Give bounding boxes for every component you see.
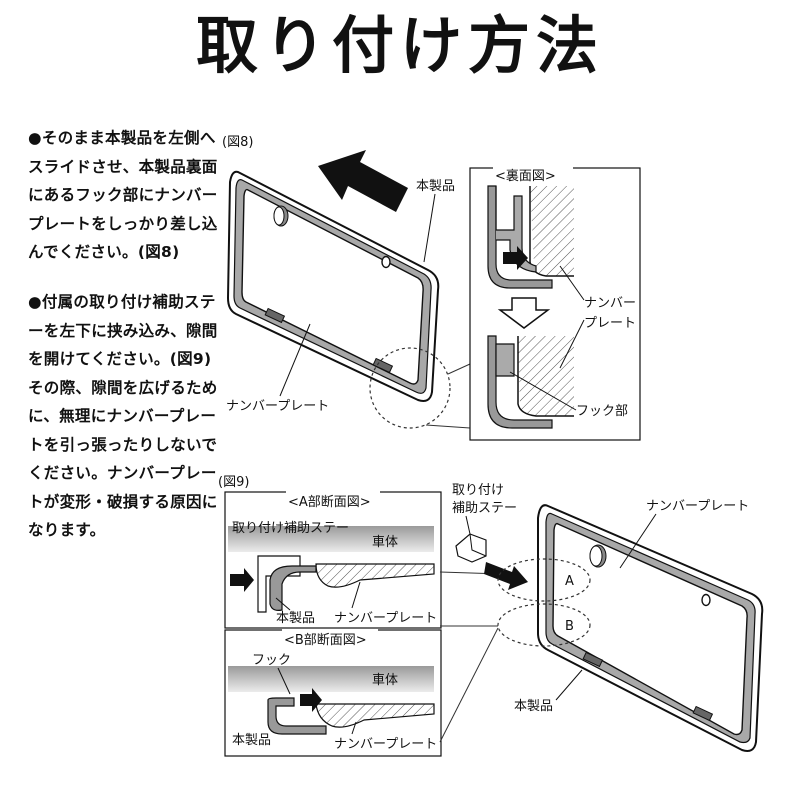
- stay-part-icon: [455, 533, 487, 563]
- slide-arrow-icon: [318, 150, 408, 212]
- car-body-label-a: 車体: [372, 535, 398, 550]
- product-label-a: 本製品: [276, 611, 315, 626]
- plate-label-a: ナンバープレート: [334, 611, 437, 626]
- marker-b: B: [565, 619, 574, 634]
- bullet-icon: ●: [28, 293, 42, 311]
- inset-title: <裏面図>: [495, 169, 556, 184]
- section-b-title: <B部断面図>: [284, 633, 367, 648]
- plate-label-b: ナンバープレート: [334, 737, 437, 752]
- attach-arrow-icon: [484, 562, 528, 590]
- push-arrow-icon: [230, 568, 254, 592]
- product-label-b: 本製品: [232, 733, 271, 748]
- instruction-1: ●そのまま本製品を左側へスライドさせ、本製品裏面にあるフック部にナンバープレート…: [28, 124, 218, 267]
- stay-label: 取り付け補助ステー: [232, 521, 349, 536]
- instruction-2-text: 付属の取り付け補助ステーを左下に挟み込み、隙間を開けてください。(図9)その際、…: [28, 293, 218, 539]
- page-title: 取り付け方法: [195, 9, 604, 82]
- detail-circle: [369, 347, 451, 429]
- stay-label-line1: 取り付け: [452, 483, 504, 498]
- leader-line: [559, 265, 585, 301]
- marker-a: A: [565, 574, 574, 589]
- fig9-frame: [537, 504, 764, 752]
- marker-b-circle: [497, 603, 591, 647]
- hook-label: フック: [252, 653, 291, 668]
- section-b-box: <B部断面図> 車体 フック 本製品 ナンバープレート: [224, 629, 442, 757]
- bullet-icon: ●: [28, 129, 42, 147]
- fig8-product-label: 本製品: [416, 179, 455, 194]
- inset-plate-label-2: プレート: [584, 316, 636, 331]
- detail-connector: [447, 363, 471, 375]
- inset-plate-label-1: ナンバー: [584, 296, 636, 311]
- down-arrow-icon: [497, 297, 551, 329]
- leader-line: [279, 323, 311, 397]
- section-a-box: <A部断面図> 取り付け補助ステー 車体 本製品 ナンバープレート: [224, 491, 442, 629]
- detail-connector: [439, 627, 499, 743]
- instruction-1-text: そのまま本製品を左側へスライドさせ、本製品裏面にあるフック部にナンバープレートを…: [28, 129, 218, 261]
- detail-connector: [425, 424, 471, 429]
- inset-back-view: <裏面図> ナンバー プレート フック部: [469, 167, 641, 441]
- car-body-label-b: 車体: [372, 673, 398, 688]
- fig8-plate-label: ナンバープレート: [226, 399, 329, 414]
- instruction-2: ●付属の取り付け補助ステーを左下に挟み込み、隙間を開けてください。(図9)その際…: [28, 288, 218, 545]
- stay-label-line2: 補助ステー: [452, 501, 517, 516]
- fig8-label: (図8): [222, 135, 253, 150]
- inset-hook-label: フック部: [576, 404, 628, 419]
- leader-line: [423, 193, 436, 263]
- section-a-title: <A部断面図>: [288, 495, 371, 510]
- right-plate-label: ナンバープレート: [646, 499, 749, 514]
- insert-arrow-icon: [503, 246, 528, 270]
- fig8-frame: [226, 170, 440, 402]
- right-product-label: 本製品: [514, 699, 553, 714]
- leader-line: [509, 371, 577, 411]
- fig9-label: (図9): [218, 475, 249, 490]
- marker-a-circle: [497, 558, 591, 602]
- leader-line: [559, 319, 585, 369]
